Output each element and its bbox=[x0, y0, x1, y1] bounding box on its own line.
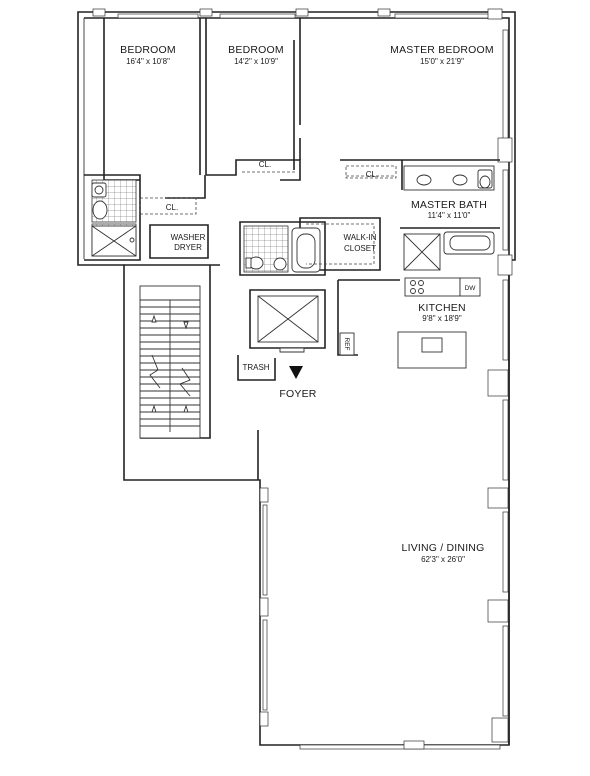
elevator bbox=[257, 295, 319, 353]
dishwasher-label: DW bbox=[465, 285, 477, 292]
closet-1-label: CL. bbox=[166, 203, 178, 212]
kitchen-name: KITCHEN bbox=[418, 302, 466, 314]
refrigerator-label: REF bbox=[343, 338, 350, 351]
bedroom-1-name: BEDROOM bbox=[120, 44, 176, 56]
right-windows bbox=[487, 29, 513, 743]
room-labels: BEDROOM 16'4" x 10'8" BEDROOM 14'2" x 10… bbox=[120, 44, 494, 564]
kitchen-dims: 9'8" x 18'9" bbox=[422, 314, 462, 323]
dryer-label: DRYER bbox=[174, 243, 202, 252]
foyer-label: FOYER bbox=[279, 388, 316, 400]
master-bathroom bbox=[403, 165, 495, 271]
living-dining-dims: 62'3" x 26'0" bbox=[421, 555, 465, 564]
hall-bathroom bbox=[243, 225, 321, 273]
closet-1 bbox=[139, 197, 197, 215]
master-bedroom-dims: 15'0" x 21'9" bbox=[420, 57, 464, 66]
washer-label: WASHER bbox=[171, 233, 206, 242]
top-windows bbox=[92, 8, 503, 20]
living-dining-name: LIVING / DINING bbox=[402, 542, 485, 554]
closet-2-label: CL. bbox=[259, 160, 271, 169]
walk-in-closet-label-2: CLOSET bbox=[344, 244, 376, 253]
trash-label: TRASH bbox=[242, 363, 269, 372]
foyer-entry-arrow-icon bbox=[289, 366, 303, 379]
left-bathroom bbox=[91, 179, 137, 257]
kitchen-fixtures bbox=[339, 277, 481, 369]
closet-3 bbox=[345, 165, 397, 179]
closet-3-label: CL. bbox=[366, 170, 378, 179]
bedroom-2-dims: 14'2" x 10'9" bbox=[234, 57, 278, 66]
bedroom-2-name: BEDROOM bbox=[228, 44, 284, 56]
walk-in-closet bbox=[306, 223, 375, 265]
staircase bbox=[139, 285, 201, 439]
living-windows bbox=[259, 487, 501, 750]
walk-in-closet-label-1: WALK-IN bbox=[343, 233, 376, 242]
master-bedroom-name: MASTER BEDROOM bbox=[390, 44, 494, 56]
master-bath-dims: 11'4" x 11'0" bbox=[428, 211, 471, 220]
bedroom-1-dims: 16'4" x 10'8" bbox=[126, 57, 170, 66]
master-bath-name: MASTER BATH bbox=[411, 199, 487, 211]
